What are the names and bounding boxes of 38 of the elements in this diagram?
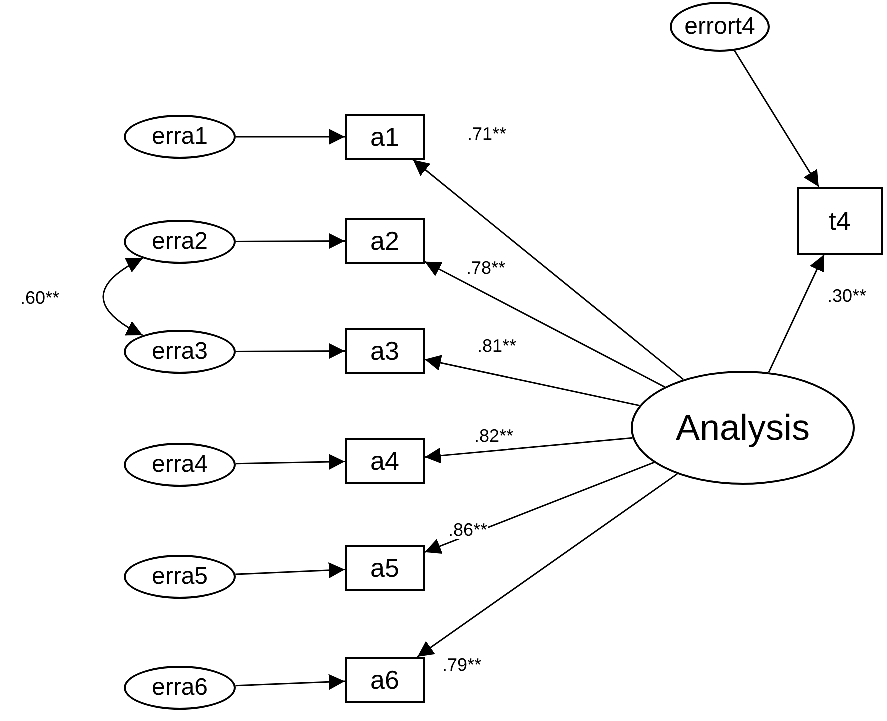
arrow — [412, 159, 684, 380]
latent-variable-ellipse: erra3 — [124, 330, 236, 374]
arrow — [102, 258, 144, 336]
latent-variable-ellipse: erra6 — [124, 666, 236, 710]
latent-variable-ellipse: erra2 — [124, 220, 236, 264]
latent-variable-ellipse: Analysis — [631, 371, 855, 485]
latent-variable-ellipse: erra5 — [124, 555, 236, 599]
observed-variable-box: a1 — [345, 114, 425, 160]
arrow — [734, 50, 820, 188]
observed-variable-box: a5 — [345, 545, 425, 591]
arrow — [424, 355, 640, 407]
arrow — [236, 674, 346, 690]
latent-variable-ellipse: erra4 — [124, 443, 236, 487]
arrow — [236, 343, 345, 360]
edge-label: .79** — [441, 656, 483, 674]
arrow — [236, 562, 346, 578]
arrow — [424, 261, 666, 388]
arrow — [236, 233, 345, 250]
latent-variable-ellipse: erra1 — [124, 115, 236, 159]
observed-variable-box: a6 — [345, 657, 425, 703]
arrow — [768, 254, 825, 373]
observed-variable-box: a2 — [345, 218, 425, 264]
edge-label: .81** — [476, 337, 518, 355]
observed-variable-box: t4 — [797, 187, 883, 255]
arrow — [424, 462, 654, 554]
edge-label: .82** — [473, 427, 515, 445]
arrow — [236, 129, 345, 145]
edge-label: .78** — [465, 259, 507, 277]
observed-variable-box: a3 — [345, 328, 425, 374]
edge-label: .86** — [447, 521, 489, 539]
edge-label: .71** — [466, 125, 508, 143]
arrow — [236, 454, 346, 470]
arrow — [424, 437, 633, 464]
latent-variable-ellipse: errort4 — [670, 2, 770, 52]
edge-label: .60** — [19, 289, 61, 307]
observed-variable-box: a4 — [345, 438, 425, 484]
edge-label: .30** — [826, 287, 868, 305]
arrow — [417, 474, 678, 658]
